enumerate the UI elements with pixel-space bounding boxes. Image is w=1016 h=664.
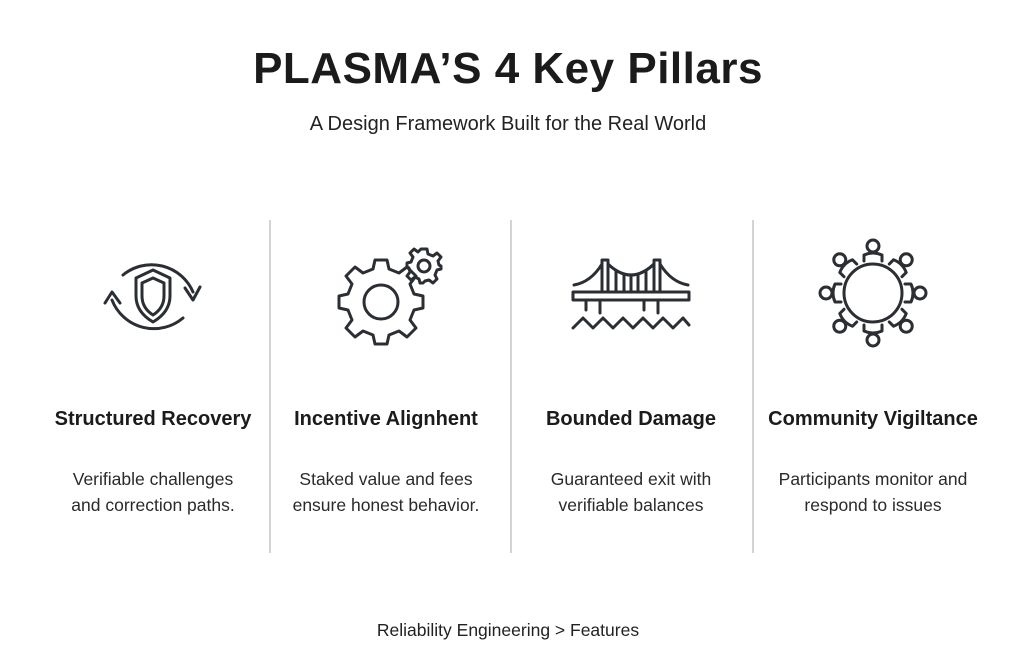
bridge-icon xyxy=(571,258,691,330)
pillar-description: Participants monitor and respond to issu… xyxy=(743,466,1003,518)
description-line: Guaranteed exit with xyxy=(550,469,712,489)
round-table-icon xyxy=(818,238,928,348)
pillar-description: Verifiable challenges and correction pat… xyxy=(23,466,283,518)
pillar-title: Structured Recovery xyxy=(54,408,252,430)
column-divider xyxy=(752,220,754,553)
page-subtitle: A Design Framework Built for the Real Wo… xyxy=(309,113,707,135)
pillar-structured-recovery: Structured Recovery Verifiable challenge… xyxy=(33,230,273,515)
pillar-community-vigilance: Community Vigiltance Participants monito… xyxy=(753,230,993,515)
description-line: and correction paths. xyxy=(71,495,235,515)
pillar-bounded-damage: Bounded Damage Guaranteed exit with veri… xyxy=(511,230,751,515)
pillar-title: Incentive Alignhent xyxy=(294,408,478,430)
pillar-description: Guaranteed exit with verifiable balances xyxy=(501,466,761,518)
description-line: Staked value and fees xyxy=(299,469,473,489)
description-line: Verifiable challenges xyxy=(72,469,234,489)
footer-caption: Reliability Engineering > Features xyxy=(376,620,640,640)
pillar-incentive-alignment: Incentive Alignhent Staked value and fee… xyxy=(266,230,506,515)
column-divider xyxy=(269,220,271,553)
gears-icon xyxy=(337,247,443,346)
description-line: ensure honest behavior. xyxy=(292,495,480,515)
pillar-title: Bounded Damage xyxy=(545,408,717,430)
description-line: respond to issues xyxy=(804,495,942,515)
description-line: verifiable balances xyxy=(558,495,704,515)
column-divider xyxy=(510,220,512,553)
page-title: PLASMA’S 4 Key Pillars xyxy=(253,44,763,93)
shield-refresh-icon xyxy=(103,263,202,331)
pillar-title: Community Vigiltance xyxy=(768,408,978,430)
description-line: Participants monitor and xyxy=(778,469,968,489)
pillar-description: Staked value and fees ensure honest beha… xyxy=(256,466,516,518)
